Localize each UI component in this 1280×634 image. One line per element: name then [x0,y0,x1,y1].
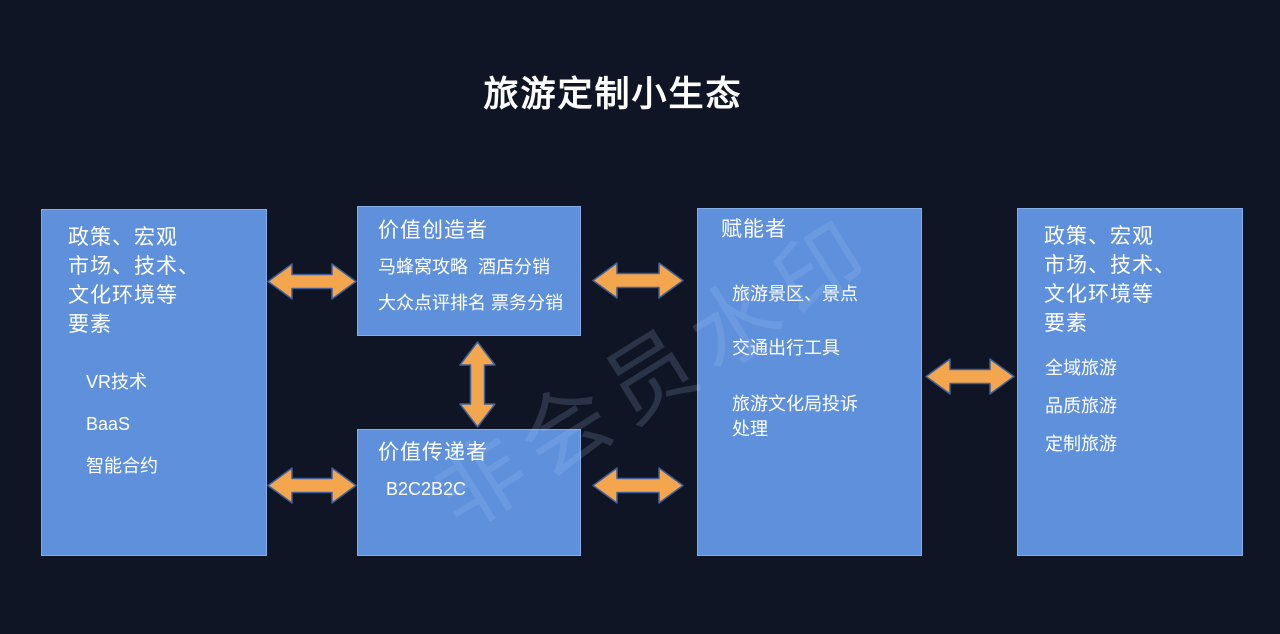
double-arrow-envleft-creator-icon [267,263,357,300]
list-item: 定制旅游 [1045,434,1117,454]
value-deliverer-title: 价值传递者 [378,441,488,464]
double-arrow-creator-deliverer-icon [459,341,496,428]
env-right-heading: 政策、宏观 市场、技术、 文化环境等 要素 [1018,209,1242,338]
value-creator-box: 价值创造者 马蜂窝攻略 酒店分销 大众点评排名 票务分销 [357,206,581,336]
env-left-heading: 政策、宏观 市场、技术、 文化环境等 要素 [42,210,266,339]
list-item: B2C2B2C [386,479,467,499]
value-deliverer-box: 价值传递者 B2C2B2C [357,429,581,556]
list-item: 马蜂窝攻略 酒店分销 [378,257,551,277]
list-item: 旅游景区、景点 [732,284,858,304]
list-item: 品质旅游 [1045,396,1117,416]
env-left-items: VR技术 BaaS 智能合约 [42,373,266,476]
double-arrow-enabler-envright-icon [925,358,1015,395]
list-item: 旅游文化局投诉处理 [732,394,858,439]
list-item: 大众点评排名 票务分销 [378,293,563,313]
list-item: BaaS [86,414,131,434]
double-arrow-creator-enabler-icon [592,262,684,299]
list-item: 智能合约 [86,456,158,476]
env-left-heading-line: 文化环境等 [68,284,178,307]
enabler-title: 赋能者 [721,218,787,241]
env-left-heading-line: 政策、宏观 [68,226,178,249]
enabler-box: 赋能者 旅游景区、景点 交通出行工具 旅游文化局投诉处理 [697,208,922,556]
list-item: 交通出行工具 [732,338,840,358]
page-title: 旅游定制小生态 [483,75,743,114]
double-arrow-deliverer-enabler-icon [592,467,684,504]
env-right-heading-line: 市场、技术、 [1044,254,1176,277]
env-left-heading-line: 市场、技术、 [68,255,200,278]
env-right-heading-line: 要素 [1044,312,1088,335]
env-right-heading-line: 政策、宏观 [1044,225,1154,248]
list-item: VR技术 [86,372,148,392]
list-item: 全域旅游 [1045,358,1117,378]
env-factors-left-box: 政策、宏观 市场、技术、 文化环境等 要素 VR技术 BaaS 智能合约 [41,209,267,556]
env-right-heading-line: 文化环境等 [1044,283,1154,306]
env-right-items: 全域旅游 品质旅游 定制旅游 [1018,359,1242,454]
env-factors-right-box: 政策、宏观 市场、技术、 文化环境等 要素 全域旅游 品质旅游 定制旅游 [1017,208,1243,556]
env-left-heading-line: 要素 [68,313,112,336]
value-creator-title: 价值创造者 [378,219,488,242]
double-arrow-envleft-deliverer-icon [267,467,357,504]
